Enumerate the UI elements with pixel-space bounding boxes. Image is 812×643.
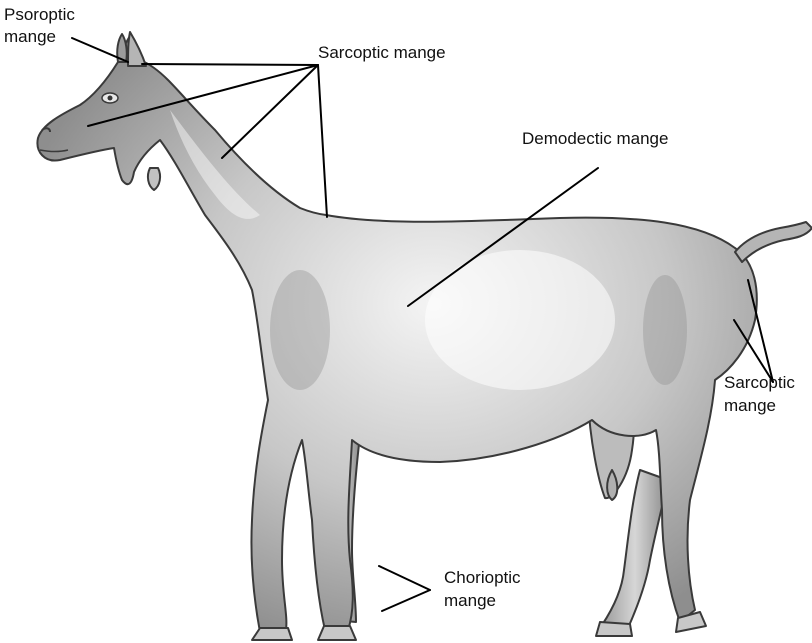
- label-sarcoptic-rear-line2: mange: [724, 396, 776, 415]
- shoulder-shadow: [270, 270, 330, 390]
- leader-sarcoptic-ear: [142, 64, 318, 65]
- label-sarcoptic-head: Sarcoptic mange: [318, 43, 446, 62]
- wattle: [148, 168, 160, 190]
- leader-chorioptic-rear: [382, 590, 430, 611]
- leader-sarcoptic-withers: [318, 65, 327, 217]
- ear-front: [128, 32, 146, 66]
- label-chorioptic-line2: mange: [444, 591, 496, 610]
- leader-chorioptic-front: [379, 566, 430, 590]
- label-psoroptic-line2: mange: [4, 27, 56, 46]
- label-chorioptic-line1: Chorioptic: [444, 568, 521, 587]
- hooves: [252, 612, 706, 640]
- label-demodectic: Demodectic mange: [522, 129, 668, 148]
- belly-highlight: [425, 250, 615, 390]
- label-psoroptic-line1: Psoroptic: [4, 5, 75, 24]
- hip-shadow: [643, 275, 687, 385]
- label-sarcoptic-rear-line1: Sarcoptic: [724, 373, 795, 392]
- tail: [735, 222, 812, 262]
- pupil: [108, 96, 113, 101]
- leader-sarcoptic-neck: [222, 65, 318, 158]
